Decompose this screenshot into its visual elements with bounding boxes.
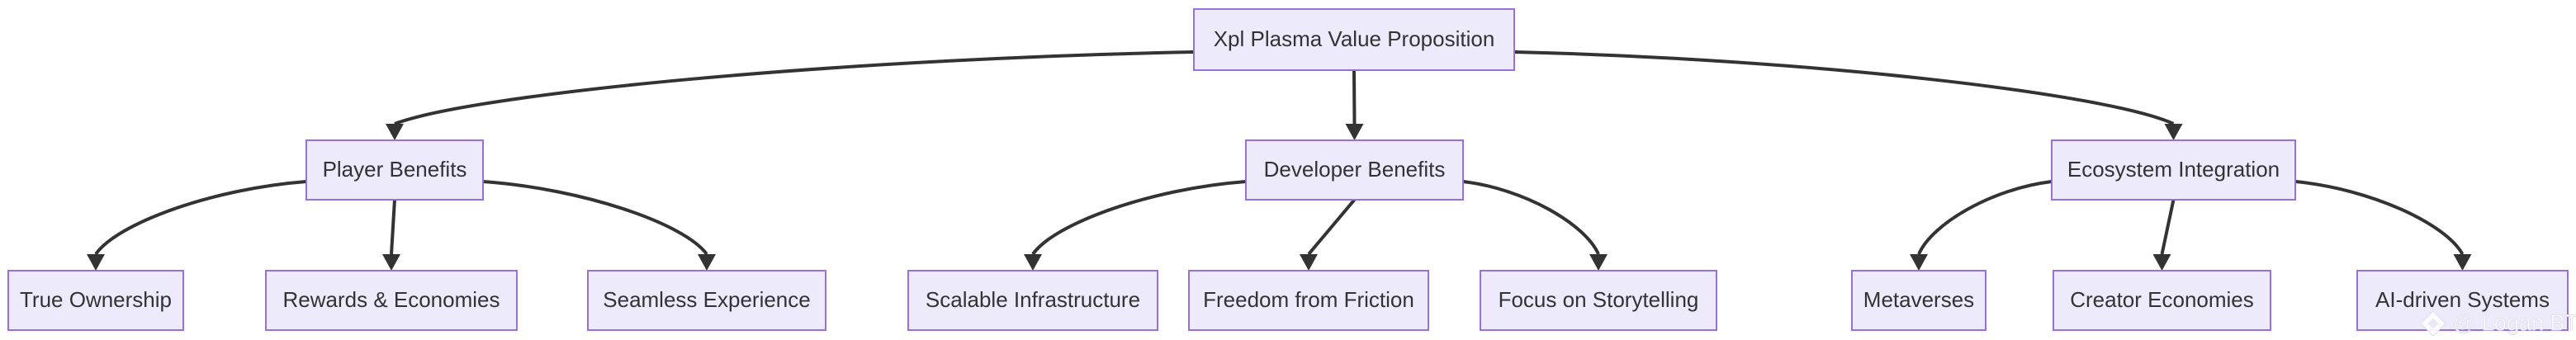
- node-player-benefits[interactable]: Player Benefits: [305, 139, 484, 201]
- node-rewards-economies[interactable]: Rewards & Economies: [265, 270, 518, 331]
- edge-developer-scalable: [1024, 180, 1247, 271]
- edge-developer-focus: [1462, 180, 1608, 271]
- node-label: Freedom from Friction: [1203, 287, 1414, 312]
- node-box[interactable]: [2051, 139, 2296, 201]
- edge-player-rewards: [382, 199, 400, 271]
- node-label: AI-driven Systems: [2375, 287, 2550, 312]
- node-box[interactable]: [907, 270, 1158, 331]
- edge-root-player: [386, 50, 1195, 140]
- node-box[interactable]: [1193, 8, 1515, 71]
- edge-ecosystem-metaverses: [1910, 180, 2053, 271]
- edge-line: [2160, 199, 2176, 255]
- edge-line: [394, 50, 1195, 125]
- watermark: @ Logan BTC: [2420, 310, 2576, 337]
- node-root[interactable]: Xpl Plasma Value Proposition: [1193, 8, 1515, 71]
- node-true-ownership[interactable]: True Ownership: [7, 270, 184, 331]
- node-box[interactable]: [1245, 139, 1464, 201]
- edge-line: [2294, 180, 2465, 255]
- edge-line: [1307, 198, 1357, 256]
- node-label: Creator Economies: [2070, 287, 2254, 312]
- node-label: Seamless Experience: [603, 287, 810, 312]
- node-box[interactable]: [1480, 270, 1717, 331]
- node-box[interactable]: [305, 139, 484, 201]
- edge-arrowhead: [386, 124, 404, 140]
- node-box[interactable]: [2053, 270, 2271, 331]
- edge-arrowhead: [1300, 254, 1318, 271]
- node-scalable-infrastructure[interactable]: Scalable Infrastructure: [907, 270, 1158, 331]
- edge-line: [482, 180, 708, 256]
- node-box[interactable]: [7, 270, 184, 331]
- edge-arrowhead: [2152, 254, 2171, 271]
- edge-ecosystem-creator: [2152, 199, 2176, 271]
- edge-arrowhead: [1024, 254, 1042, 271]
- node-label: Ecosystem Integration: [2067, 157, 2280, 182]
- edge-root-developer: [1345, 69, 1364, 140]
- edge-line: [1917, 180, 2053, 255]
- node-box[interactable]: [2356, 270, 2569, 331]
- node-seamless-experience[interactable]: Seamless Experience: [587, 270, 826, 331]
- edge-line: [390, 199, 396, 255]
- node-label: True Ownership: [20, 287, 172, 312]
- node-creator-economies[interactable]: Creator Economies: [2053, 270, 2271, 331]
- edge-line: [1513, 50, 2175, 125]
- edge-arrowhead: [2453, 254, 2472, 271]
- node-box[interactable]: [587, 270, 826, 331]
- watermark-handle: @ Logan BTC: [2453, 310, 2576, 335]
- node-label: Player Benefits: [323, 157, 467, 182]
- edge-player-true-ownership: [87, 180, 307, 271]
- edge-line: [1031, 180, 1247, 256]
- node-focus-on-storytelling[interactable]: Focus on Storytelling: [1480, 270, 1717, 331]
- edge-arrowhead: [698, 254, 716, 271]
- node-developer-benefits[interactable]: Developer Benefits: [1245, 139, 1464, 201]
- node-metaverses[interactable]: Metaverses: [1851, 270, 1986, 331]
- node-label: Developer Benefits: [1264, 157, 1446, 182]
- node-label: Scalable Infrastructure: [926, 287, 1140, 312]
- edge-arrowhead: [1589, 254, 1608, 271]
- node-label: Metaverses: [1863, 287, 1974, 312]
- node-ai-driven-systems[interactable]: AI-driven Systems: [2356, 270, 2569, 331]
- binance-diamond-icon: [2420, 310, 2446, 337]
- node-box[interactable]: [1851, 270, 1986, 331]
- node-label: Xpl Plasma Value Proposition: [1214, 26, 1495, 51]
- edge-line: [1462, 180, 1600, 255]
- edge-root-ecosystem: [1513, 50, 2183, 140]
- edge-arrowhead: [87, 254, 105, 271]
- node-label: Focus on Storytelling: [1499, 287, 1699, 312]
- node-ecosystem-integration[interactable]: Ecosystem Integration: [2051, 139, 2296, 201]
- edge-arrowhead: [2164, 124, 2183, 140]
- node-label: Rewards & Economies: [283, 287, 500, 312]
- edge-ecosystem-ai: [2294, 180, 2472, 271]
- node-freedom-from-friction[interactable]: Freedom from Friction: [1188, 270, 1429, 331]
- edge-developer-freedom: [1300, 198, 1357, 271]
- node-box[interactable]: [1188, 270, 1429, 331]
- edge-player-seamless: [482, 180, 716, 271]
- edge-arrowhead: [382, 254, 400, 271]
- edge-arrowhead: [1910, 254, 1928, 271]
- edge-line: [1352, 69, 1357, 125]
- edges-layer: [87, 50, 2472, 271]
- node-box[interactable]: [265, 270, 518, 331]
- edge-arrowhead: [1345, 124, 1364, 140]
- edge-line: [94, 180, 307, 256]
